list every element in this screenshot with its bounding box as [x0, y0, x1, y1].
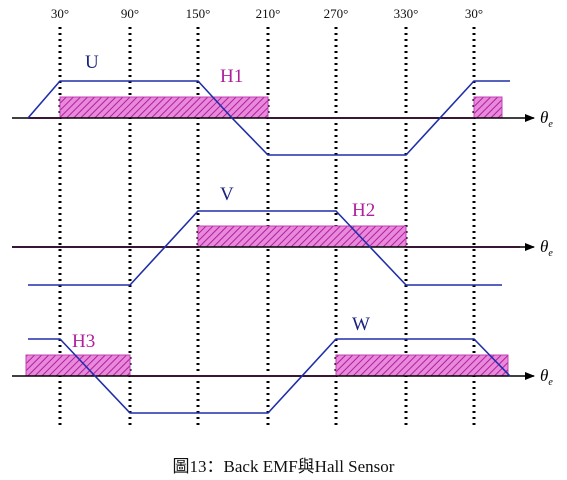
guide-lines — [58, 27, 476, 428]
hall-label-h2: H2 — [352, 200, 375, 221]
hall-band-h2 — [197, 225, 407, 248]
angle-label: 270° — [324, 6, 349, 21]
figure-caption: 圖13：Back EMF與Hall Sensor — [172, 457, 395, 476]
angle-label: 30° — [51, 6, 69, 21]
row-u: U H1 θe — [12, 52, 553, 156]
angle-label: 150° — [186, 6, 211, 21]
angle-label: 330° — [394, 6, 419, 21]
emf-waveform-w — [28, 338, 511, 414]
angle-label: 210° — [256, 6, 281, 21]
row-v: V H2 θe — [12, 184, 553, 286]
hall-label-h1: H1 — [220, 66, 243, 87]
emf-label-v: V — [220, 184, 234, 205]
row-w: W H3 θe — [12, 314, 553, 414]
hall-band-h3-right — [335, 354, 509, 377]
angle-label: 90° — [121, 6, 139, 21]
hall-label-h3: H3 — [72, 331, 95, 352]
axis-symbol: θe — [540, 237, 553, 259]
angle-labels: 30° 90° 150° 210° 270° 330° 30° — [51, 6, 483, 21]
emf-label-w: W — [352, 314, 370, 335]
hall-band-h1-wrap — [473, 96, 503, 119]
hall-band-h1 — [59, 96, 269, 119]
emf-waveform-v — [28, 210, 502, 286]
emf-label-u: U — [85, 52, 99, 73]
angle-label: 30° — [465, 6, 483, 21]
axis-symbol: θe — [540, 108, 553, 130]
axis-symbol: θe — [540, 366, 553, 388]
emf-waveform-u — [27, 80, 510, 156]
